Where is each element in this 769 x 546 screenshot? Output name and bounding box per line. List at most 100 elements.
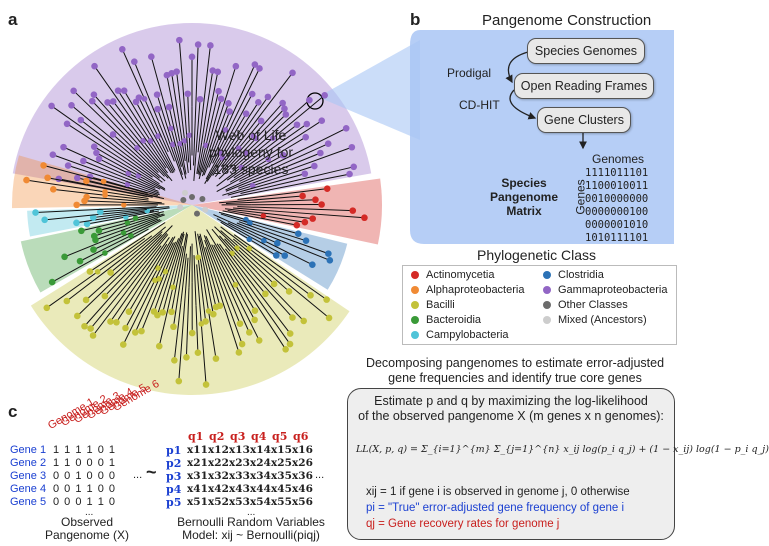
tree-node (120, 229, 127, 236)
tree-leaf (312, 196, 319, 204)
tree-leaf (125, 308, 133, 315)
tree-branch (143, 234, 169, 265)
tree-leaf (63, 297, 71, 305)
tree-branch (170, 259, 182, 312)
tree-branch (225, 64, 256, 131)
tree-branch (171, 73, 179, 118)
tree-branch (212, 145, 234, 176)
tree-branch (44, 213, 102, 221)
tree-branch (132, 231, 163, 259)
tree-node (246, 245, 253, 252)
tree-leaf (318, 201, 325, 208)
tree-node (152, 277, 158, 284)
tree-branch (150, 56, 172, 129)
tree-leaf (78, 227, 85, 235)
tree-branch (53, 188, 106, 196)
tree-branch (124, 139, 159, 173)
tree-leaf (274, 239, 281, 247)
q-header: q4 (251, 430, 267, 443)
tree-leaf (153, 91, 161, 98)
matrix-label: Species Pangenome Matrix (484, 176, 564, 218)
legend-label: Clostridia (558, 269, 604, 281)
tree-node (205, 308, 212, 314)
tree-branch (275, 120, 323, 151)
genomes-axis-label: Genomes (592, 152, 645, 166)
tree-leaf (55, 175, 63, 183)
tree-branch (66, 266, 112, 302)
tree-leaf (215, 87, 222, 95)
bernoulli-cell: x42 (208, 483, 229, 495)
tree-branch (87, 216, 126, 225)
tree-branch (246, 266, 293, 318)
tree-branch (194, 44, 199, 127)
tree-leaf (256, 65, 263, 72)
tree-leaf (90, 246, 97, 253)
tree-branch (198, 152, 207, 180)
tree-branch (204, 247, 220, 290)
tree-branch (135, 101, 157, 140)
tree-branch (104, 191, 149, 199)
tree-branch (282, 207, 353, 212)
tree-branch (180, 253, 187, 303)
tree-leaf (82, 296, 90, 304)
tree-branch (178, 40, 186, 120)
tree-node (247, 220, 253, 226)
tree-branch (125, 210, 160, 218)
tree-leaf (138, 327, 145, 335)
tree-branch (252, 165, 315, 187)
tree-branch (201, 70, 214, 143)
tree-branch (285, 237, 329, 255)
tree-leaf (303, 120, 311, 128)
tree-branch (142, 140, 168, 174)
tree-branch (127, 213, 160, 224)
tree-branch (147, 207, 170, 212)
matrix-row: 0000000100 (585, 206, 649, 218)
bernoulli-cell: x22 (208, 457, 229, 469)
matrix-label-line-1: Species (501, 176, 547, 190)
tree-leaf (173, 68, 180, 75)
legend-label: Mixed (Ancestors) (558, 314, 647, 326)
tree-leaf (286, 340, 294, 348)
tree-branch (197, 257, 207, 322)
tree-leaf (119, 45, 126, 53)
formula-box (347, 388, 675, 540)
tree-leaf (194, 41, 202, 48)
tree-branch (211, 228, 233, 254)
tree-branch (213, 214, 236, 225)
tree-leaf (148, 53, 155, 61)
tree-leaf (251, 307, 259, 314)
tree-branch (110, 269, 148, 322)
bernoulli-cell: x24 (250, 457, 271, 469)
tree-branch (184, 140, 189, 173)
tree-branch (123, 218, 159, 234)
tree-leaf (40, 162, 47, 169)
tree-branch (236, 247, 275, 285)
tree-leaf (302, 133, 310, 141)
tree-branch (283, 188, 328, 195)
bernoulli-cell: x12 (208, 444, 229, 456)
tree-branch (208, 310, 217, 359)
tree-leaf (135, 94, 143, 101)
tree-leaf (309, 261, 316, 268)
observed-matrix: 1 1 1 1 0 1 1 1 0 0 0 1 0 0 1 0 0 0 0 0 … (53, 444, 115, 509)
p-label: p5 (166, 496, 182, 509)
tree-branch (205, 98, 222, 154)
tree-branch (216, 113, 247, 163)
tree-branch (179, 143, 187, 175)
legend-dot (411, 301, 419, 309)
tree-branch (89, 176, 124, 187)
pangenome-construction-title: Pangenome Construction (482, 12, 652, 29)
tree-branch (220, 226, 250, 249)
tree-node (102, 250, 108, 256)
tree-leaf (87, 325, 94, 332)
tree-node (124, 219, 131, 226)
tree-leaf (88, 97, 96, 105)
tree-branch (125, 267, 159, 329)
tree-node (125, 170, 132, 177)
tree-leaf (171, 357, 178, 364)
tree-branch (177, 116, 186, 162)
tree-node (232, 281, 239, 288)
tree-branch (67, 165, 128, 185)
tree-leaf (176, 36, 183, 44)
tree-branch (227, 222, 265, 242)
